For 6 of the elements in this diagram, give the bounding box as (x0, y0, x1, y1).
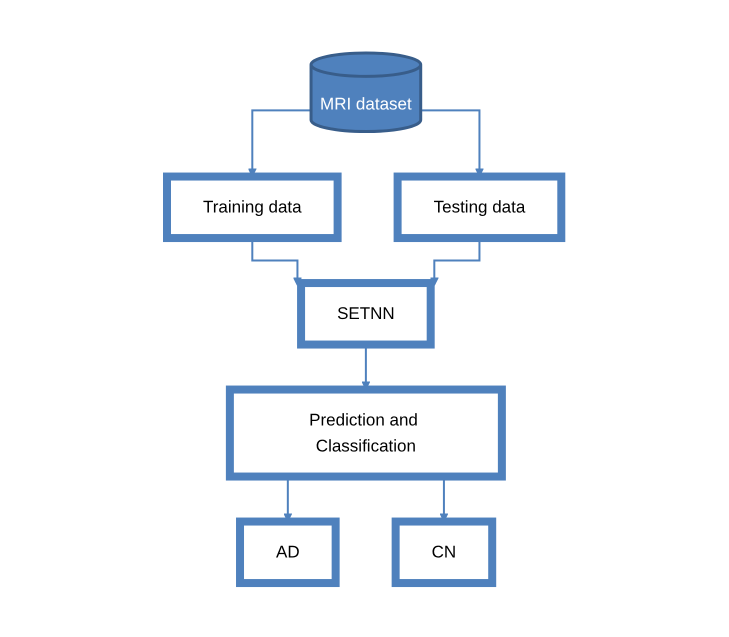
node-box: AD (236, 518, 340, 588)
node-box: Testing data (394, 173, 566, 243)
node-box: CN (392, 518, 497, 588)
node-box: Prediction and Classification (226, 386, 506, 482)
node-box: SETNN (297, 280, 436, 350)
node-box: Training data (163, 173, 342, 243)
